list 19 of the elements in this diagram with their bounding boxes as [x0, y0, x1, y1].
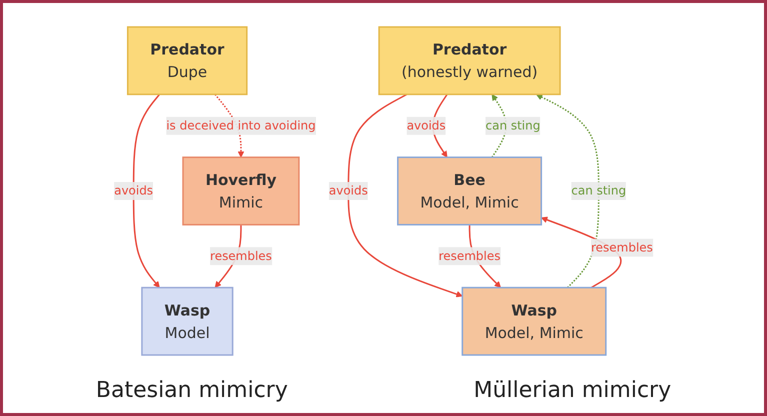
diagram-caption: Müllerian mimicry [474, 378, 672, 403]
edge-label: can sting [571, 183, 626, 198]
edge-label: can sting [486, 118, 540, 132]
node-box: Predator (honestly warned) [378, 26, 561, 95]
edge-label: resembles [438, 248, 500, 262]
node-box: Wasp Model, Mimic [462, 286, 607, 356]
edge-label: resembles [210, 248, 272, 262]
arrow [132, 93, 160, 288]
node-box: Hoverfly Mimic [182, 156, 300, 225]
node-box: Predator Dupe [126, 26, 248, 95]
node-box: Bee Model, Mimic [397, 156, 542, 225]
edge-label: avoids [114, 183, 154, 198]
edge-label: resembles [591, 240, 653, 254]
node-box: Wasp Model [141, 286, 234, 356]
edge-label: avoids [328, 183, 368, 198]
arrow [536, 94, 600, 288]
edge-label: avoids [406, 118, 446, 132]
edge-label: is deceived into avoiding [166, 118, 316, 132]
diagram-caption: Batesian mimicry [96, 378, 288, 403]
